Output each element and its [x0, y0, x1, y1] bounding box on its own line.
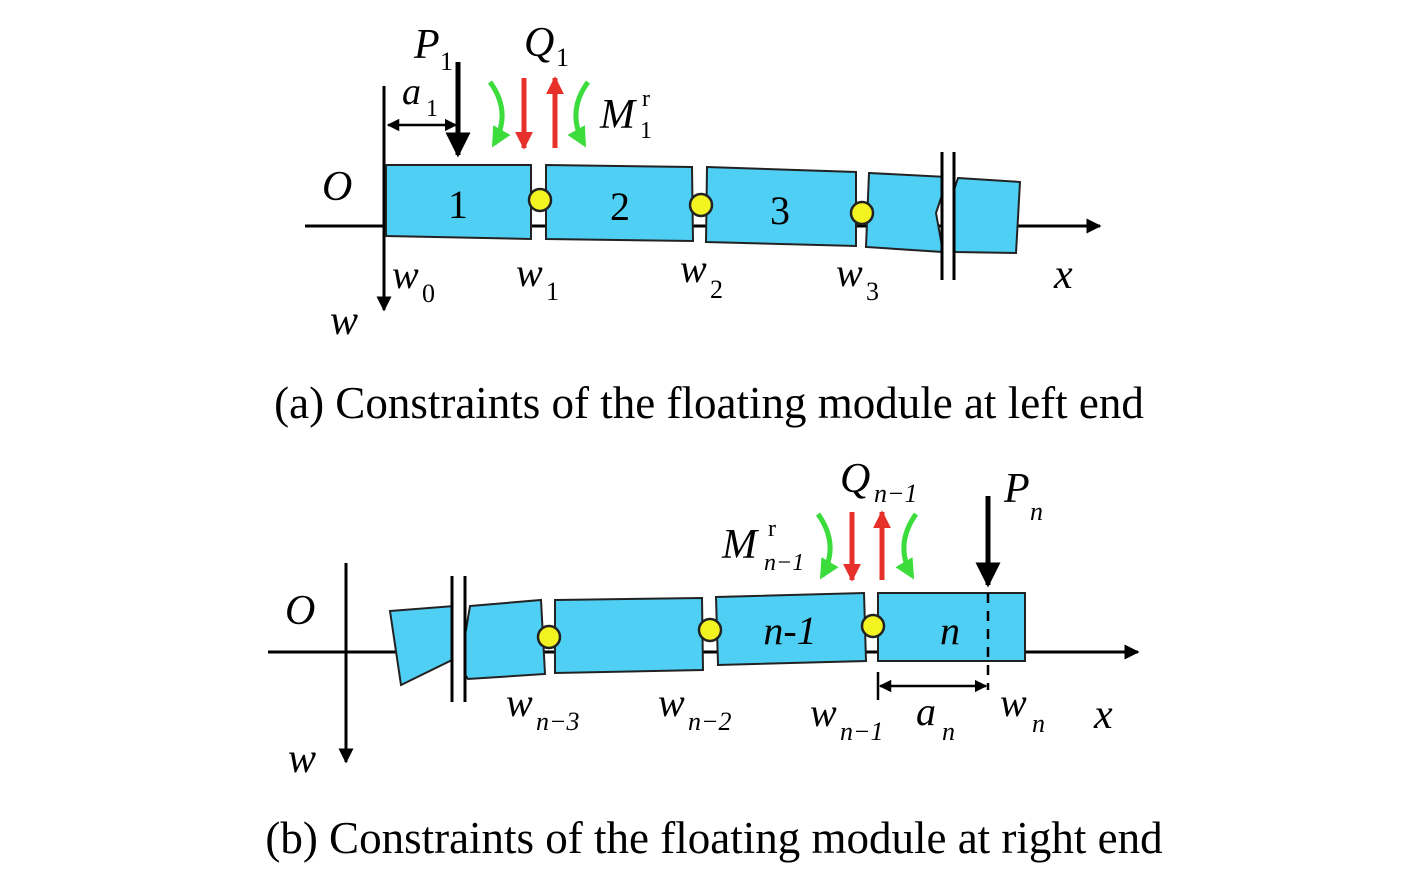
moment-label-m-sup: r	[642, 86, 650, 112]
module-label-n-1: n-1	[763, 608, 816, 653]
w-axis-label-b: w	[288, 736, 316, 782]
deflection-label-wn: w	[1000, 680, 1027, 725]
module-5-partial	[944, 176, 1022, 255]
moment-label-m-b: M	[721, 522, 759, 568]
load-label-p-sub: 1	[440, 47, 453, 76]
deflection-label-wn-3-sub: n−3	[536, 707, 580, 736]
moment-label-m: M	[599, 92, 637, 138]
distance-label-a-b-sub: n	[942, 717, 955, 746]
module-n-2	[554, 596, 705, 675]
moment-label-m-b-sup: r	[768, 516, 776, 542]
deflection-label-wn-2: w	[658, 680, 685, 725]
break-gap-a	[943, 152, 953, 280]
load-label-p-b: P	[1003, 466, 1030, 512]
distance-label-a: a	[402, 71, 421, 113]
x-axis-label-b: x	[1093, 692, 1113, 738]
moment-label-m-b-sub: n−1	[764, 550, 804, 576]
deflection-label-w0-sub: 0	[422, 279, 435, 308]
deflection-label-w1-sub: 1	[546, 277, 559, 306]
module-2	[545, 163, 695, 243]
shear-label-q: Q	[524, 20, 554, 66]
hinge-n-2	[697, 617, 723, 643]
deflection-label-w3: w	[836, 250, 863, 295]
hinge-1	[527, 187, 553, 213]
deflection-label-wn-sub: n	[1032, 709, 1045, 738]
panel-b: n-1 n O P n a n Q n−1 M r n−1 w n−3 w n−…	[265, 456, 1162, 863]
module-label-n: n	[940, 608, 960, 653]
hinge-2	[688, 192, 714, 218]
hinge-n-3	[536, 624, 562, 650]
deflection-label-wn-3: w	[506, 680, 533, 725]
deflection-label-w2-sub: 2	[710, 275, 723, 304]
distance-label-a-b: a	[916, 689, 936, 734]
deflection-label-w3-sub: 3	[866, 277, 879, 306]
x-axis-label-a: x	[1053, 252, 1073, 298]
origin-label-b: O	[285, 588, 315, 634]
module-b-partial	[454, 598, 547, 681]
module-4-partial	[864, 171, 950, 254]
module-1	[385, 164, 532, 241]
hinge-3	[849, 200, 875, 226]
load-label-p: P	[413, 22, 440, 68]
module-3	[704, 165, 857, 248]
deflection-label-wn-1: w	[810, 690, 837, 735]
origin-label-a: O	[322, 164, 352, 210]
moment-arrow-right-a	[567, 80, 591, 148]
shear-label-q-b-sub: n−1	[874, 479, 918, 508]
panel-a: 1 2 3 O P 1 a 1 Q 1 M r 1 w 0 w 1 w 2 w …	[274, 20, 1144, 428]
load-label-p-b-sub: n	[1030, 497, 1043, 526]
deflection-label-wn-2-sub: n−2	[688, 707, 732, 736]
moment-label-m-sub: 1	[640, 118, 652, 144]
deflection-label-w1: w	[516, 250, 543, 295]
distance-label-a-sub: 1	[426, 96, 438, 122]
w-axis-label-a: w	[330, 298, 358, 344]
caption-a: (a) Constraints of the floating module a…	[274, 378, 1144, 428]
caption-b: (b) Constraints of the floating module a…	[265, 813, 1162, 863]
module-n-1	[714, 591, 868, 667]
deflection-label-w0: w	[392, 252, 419, 297]
shear-label-q-b: Q	[840, 456, 870, 502]
module-label-1: 1	[448, 182, 468, 227]
moment-arrow-left-b	[815, 512, 839, 580]
hinge-n-1	[860, 613, 886, 639]
deflection-label-w2: w	[680, 246, 707, 291]
break-gap-b	[453, 576, 464, 702]
deflection-label-wn-1-sub: n−1	[840, 717, 884, 746]
moment-arrow-right-b	[895, 512, 919, 580]
shear-label-q-sub: 1	[556, 43, 569, 72]
module-label-3: 3	[770, 188, 790, 233]
moment-arrow-left-a	[487, 80, 511, 148]
module-label-2: 2	[610, 184, 630, 229]
